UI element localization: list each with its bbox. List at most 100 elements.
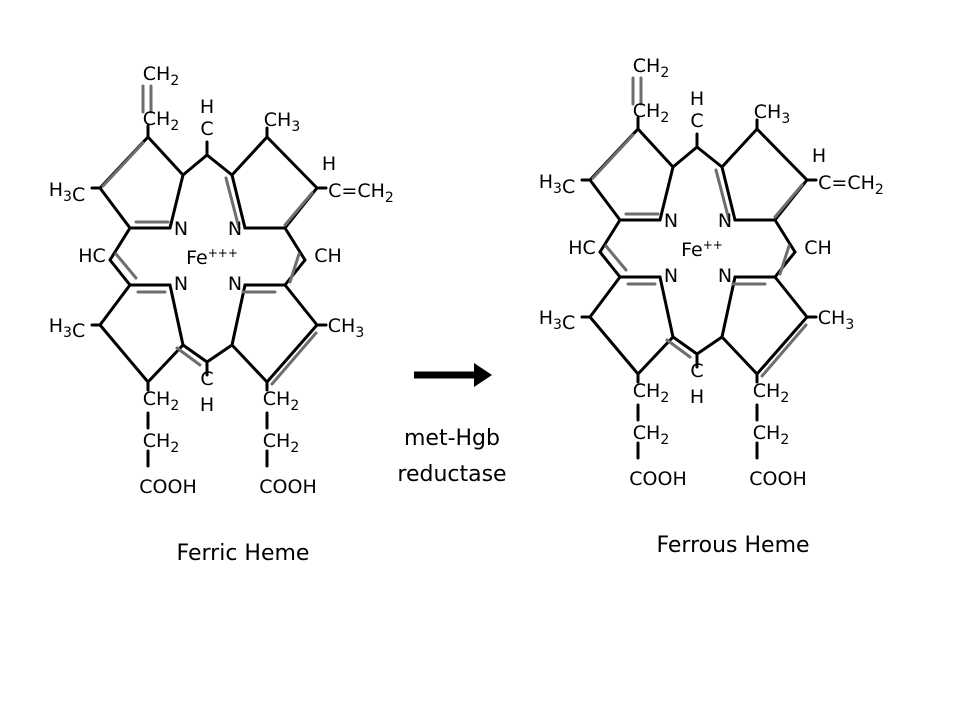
atom-label-prop-right-cooh: COOH — [749, 468, 807, 490]
atom-label-prop-right-cooh: COOH — [259, 476, 317, 498]
atom-label-prop-left-cooh: COOH — [139, 476, 197, 498]
bond-line — [598, 250, 622, 279]
bond-line — [588, 315, 640, 376]
atom-label-vinyl-right-h: H — [812, 145, 826, 167]
atom-label-n-br: N — [718, 265, 732, 287]
bond-line — [636, 335, 675, 376]
bond-line — [230, 343, 269, 384]
double-bond-line — [175, 346, 202, 367]
atom-label-methyl-bl: H3C — [49, 315, 86, 342]
atom-label-prop-right-ch2b: CH2 — [753, 422, 790, 448]
atom-label-meso-right: CH — [314, 245, 342, 267]
bond-line — [283, 226, 307, 262]
atom-label-vinyl-right-h: H — [322, 153, 336, 175]
bond-line — [720, 127, 759, 169]
atom-label-methyl-tl: H3C — [49, 179, 86, 206]
bond-line — [283, 283, 319, 327]
atom-label-prop-left-cooh: COOH — [629, 468, 687, 490]
atom-label-meso-top-c: C — [200, 118, 213, 140]
bond-line — [265, 135, 319, 190]
atom-label-n-tr: N — [718, 210, 732, 232]
bond-line — [230, 135, 269, 177]
atom-label-methyl-tr: CH3 — [264, 109, 301, 135]
double-bond-line — [591, 133, 635, 180]
atom-label-meso-bot-h: H — [200, 394, 214, 416]
bond-line — [695, 145, 724, 169]
bond-line — [181, 153, 209, 177]
bond-line — [671, 335, 699, 356]
atom-label-n-tl: N — [664, 210, 678, 232]
bond-line — [283, 258, 307, 287]
atom-label-methyl-tr: CH3 — [754, 101, 791, 127]
double-bond-line — [665, 338, 692, 359]
atom-label-prop-left-ch2b: CH2 — [633, 422, 670, 448]
bond-line — [773, 275, 809, 319]
atom-label-n-bl: N — [174, 273, 188, 295]
bond-line — [98, 283, 132, 327]
atom-label-meso-right: CH — [804, 237, 832, 259]
double-bond-line — [283, 191, 314, 227]
bond-line — [671, 145, 699, 169]
double-bond-line — [270, 331, 318, 386]
bond-line — [146, 135, 185, 177]
bond-line — [230, 283, 247, 347]
atom-label-n-br: N — [228, 273, 242, 295]
bond-line — [658, 165, 675, 222]
bond-line — [265, 323, 319, 384]
iron-ion-label: Fe++ — [681, 238, 723, 261]
molecule-caption: Ferric Heme — [177, 541, 310, 566]
bond-line — [588, 178, 622, 222]
atom-label-meso-left: HC — [568, 237, 596, 259]
atom-label-vinyl-right: C=CH2 — [818, 172, 884, 198]
atom-label-n-bl: N — [664, 265, 678, 287]
double-bond-line — [778, 244, 791, 276]
bond-line — [598, 218, 622, 254]
atom-label-prop-left-ch2a: CH2 — [633, 380, 670, 406]
atom-label-n-tl: N — [174, 218, 188, 240]
bond-line — [720, 165, 737, 222]
bond-line — [755, 315, 809, 376]
atom-label-prop-left-ch2a: CH2 — [143, 388, 180, 414]
atom-label-prop-right-ch2a: CH2 — [753, 380, 790, 406]
double-bond-line — [604, 244, 628, 272]
double-bond-line — [114, 252, 138, 280]
atom-label-prop-right-ch2a: CH2 — [263, 388, 300, 414]
atom-label-meso-top-h: H — [200, 96, 214, 118]
atom-label-methyl-br: CH3 — [818, 307, 855, 333]
enzyme-name-line1: met-Hgb — [404, 426, 500, 451]
enzyme-name-line2: reductase — [397, 462, 506, 487]
atom-label-meso-top-c: C — [690, 110, 703, 132]
atom-label-meso-bot-h: H — [690, 386, 704, 408]
double-bond-line — [288, 252, 301, 284]
atom-label-vinyl-top-ch: CH2 — [633, 100, 670, 126]
bond-line — [720, 275, 737, 339]
bond-line — [205, 153, 234, 177]
bond-line — [168, 283, 185, 347]
iron-ion-label: Fe+++ — [186, 246, 238, 269]
double-bond-line — [101, 141, 145, 188]
atom-label-meso-bot-c: C — [200, 368, 213, 390]
bond-line — [205, 343, 234, 364]
bond-line — [108, 258, 132, 287]
atom-label-n-tr: N — [228, 218, 242, 240]
double-bond-line — [773, 183, 804, 219]
atom-label-prop-right-ch2b: CH2 — [263, 430, 300, 456]
bond-line — [181, 343, 209, 364]
bond-line — [695, 335, 724, 356]
atom-label-methyl-tl: H3C — [539, 171, 576, 198]
bond-line — [98, 186, 132, 230]
double-bond-line — [760, 323, 808, 378]
bond-line — [636, 127, 675, 169]
reaction-arrow — [414, 363, 492, 387]
bond-line — [98, 323, 150, 384]
bond-line — [230, 173, 247, 230]
double-bond-line — [714, 168, 731, 222]
atom-label-meso-bot-c: C — [690, 360, 703, 382]
atom-label-vinyl-top-ch: CH2 — [143, 108, 180, 134]
molecule-caption: Ferrous Heme — [656, 533, 809, 558]
atom-label-meso-left: HC — [78, 245, 106, 267]
bond-line — [773, 218, 797, 254]
